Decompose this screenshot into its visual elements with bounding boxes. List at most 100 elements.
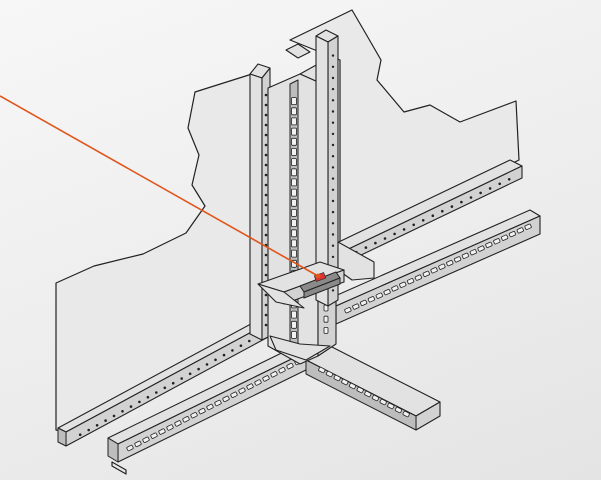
bottom-left-rail [57, 317, 271, 447]
mounting-slot [359, 299, 368, 307]
perforation-hole [331, 143, 335, 147]
mounting-slot [198, 407, 206, 415]
perforation-hole [264, 253, 268, 257]
perforation-hole [331, 110, 335, 113]
corner-floor-plate [269, 335, 331, 361]
mounting-slot [150, 432, 158, 439]
perforation-hole [331, 177, 335, 180]
mounting-slot [238, 387, 246, 394]
mounting-slot [142, 436, 150, 443]
mounting-slot [508, 230, 517, 238]
mounting-slot [291, 137, 297, 146]
mounting-slot [206, 403, 214, 411]
mounting-slot [402, 410, 410, 418]
perforation-hole [331, 222, 335, 225]
perforation-hole [163, 386, 167, 390]
perforation-hole [441, 209, 444, 213]
mounting-slot [379, 398, 387, 406]
perforation-hole [264, 183, 268, 187]
perforation-hole [331, 65, 335, 69]
front-rail-slots [126, 358, 302, 452]
perforation-hole [264, 143, 268, 147]
perforation-hole [155, 391, 158, 394]
mounting-slot [524, 223, 532, 230]
mounting-slot [291, 188, 297, 197]
mounting-slot [291, 147, 297, 156]
mounting-slot [291, 249, 297, 258]
perforation-hole [331, 99, 335, 102]
mounting-slot [500, 234, 509, 241]
pointer-leader-line [0, 95, 319, 277]
mounting-slot [246, 383, 254, 390]
mounting-slot [375, 292, 383, 299]
mounting-slot [291, 219, 297, 228]
mounting-slot [291, 127, 297, 136]
mounting-slot [438, 263, 446, 270]
mounting-slot [469, 249, 477, 256]
perforation-hole [498, 182, 502, 186]
rear-rail-slots [344, 223, 532, 314]
mounting-slot [383, 288, 391, 296]
perforation-hole [402, 228, 406, 231]
mounting-slot [318, 366, 326, 374]
mounting-slot [214, 399, 222, 407]
mounting-slot [291, 310, 297, 319]
mounting-slot [477, 245, 485, 252]
perforation-hole [205, 363, 209, 366]
mounting-slot [323, 315, 329, 323]
mounting-slot [399, 281, 407, 288]
floor-channel-right [305, 345, 441, 431]
mounting-slot [270, 371, 278, 378]
perforation-hole [222, 353, 226, 357]
perforation-hole [469, 196, 473, 199]
perforation-hole [331, 233, 335, 236]
perforation-hole [507, 178, 511, 181]
perforation-hole [214, 358, 217, 362]
perforation-hole [264, 163, 268, 167]
perforation-hole [331, 76, 335, 80]
perforation-hole [431, 214, 435, 217]
perforation-hole [383, 237, 387, 240]
perforation-hole [264, 113, 268, 117]
front-bottom-slotted-rail [107, 343, 311, 475]
perforation-hole [231, 349, 234, 352]
perforation-hole [488, 187, 492, 190]
mounting-slot [166, 424, 174, 431]
mounting-slot [371, 394, 380, 402]
left-post-holes [264, 93, 268, 327]
mounting-slot [406, 278, 415, 285]
mounting-slot [291, 330, 297, 339]
perforation-hole [331, 166, 335, 169]
mounting-slot [493, 238, 501, 245]
mounting-slot [333, 374, 341, 382]
perforation-hole [264, 203, 268, 207]
perforation-hole [331, 255, 335, 259]
perforation-hole [264, 303, 268, 307]
mounting-slot [394, 406, 403, 414]
perforation-hole [331, 155, 335, 158]
mounting-slot [291, 97, 297, 105]
mounting-slot [352, 303, 360, 310]
mounting-slot [278, 367, 286, 374]
mounting-slot [126, 444, 134, 452]
perforation-hole [264, 223, 268, 227]
mounting-slot [291, 117, 297, 126]
mounting-slot [291, 198, 297, 207]
perforation-hole [104, 419, 107, 422]
mounting-slot [134, 440, 142, 448]
clamping-bracket [299, 271, 341, 299]
perforation-hole [248, 339, 251, 343]
mounting-slot [291, 178, 297, 187]
mounting-slot [323, 326, 329, 334]
rear-upper-rail [321, 159, 523, 269]
mounting-slot [414, 274, 423, 281]
mounting-slot [286, 362, 294, 370]
mounting-slot [291, 229, 297, 238]
mounting-slot [344, 307, 352, 314]
perforation-hole [450, 205, 454, 208]
perforation-hole [264, 93, 268, 97]
mounting-slot [341, 378, 349, 386]
perforation-hole [112, 414, 116, 418]
